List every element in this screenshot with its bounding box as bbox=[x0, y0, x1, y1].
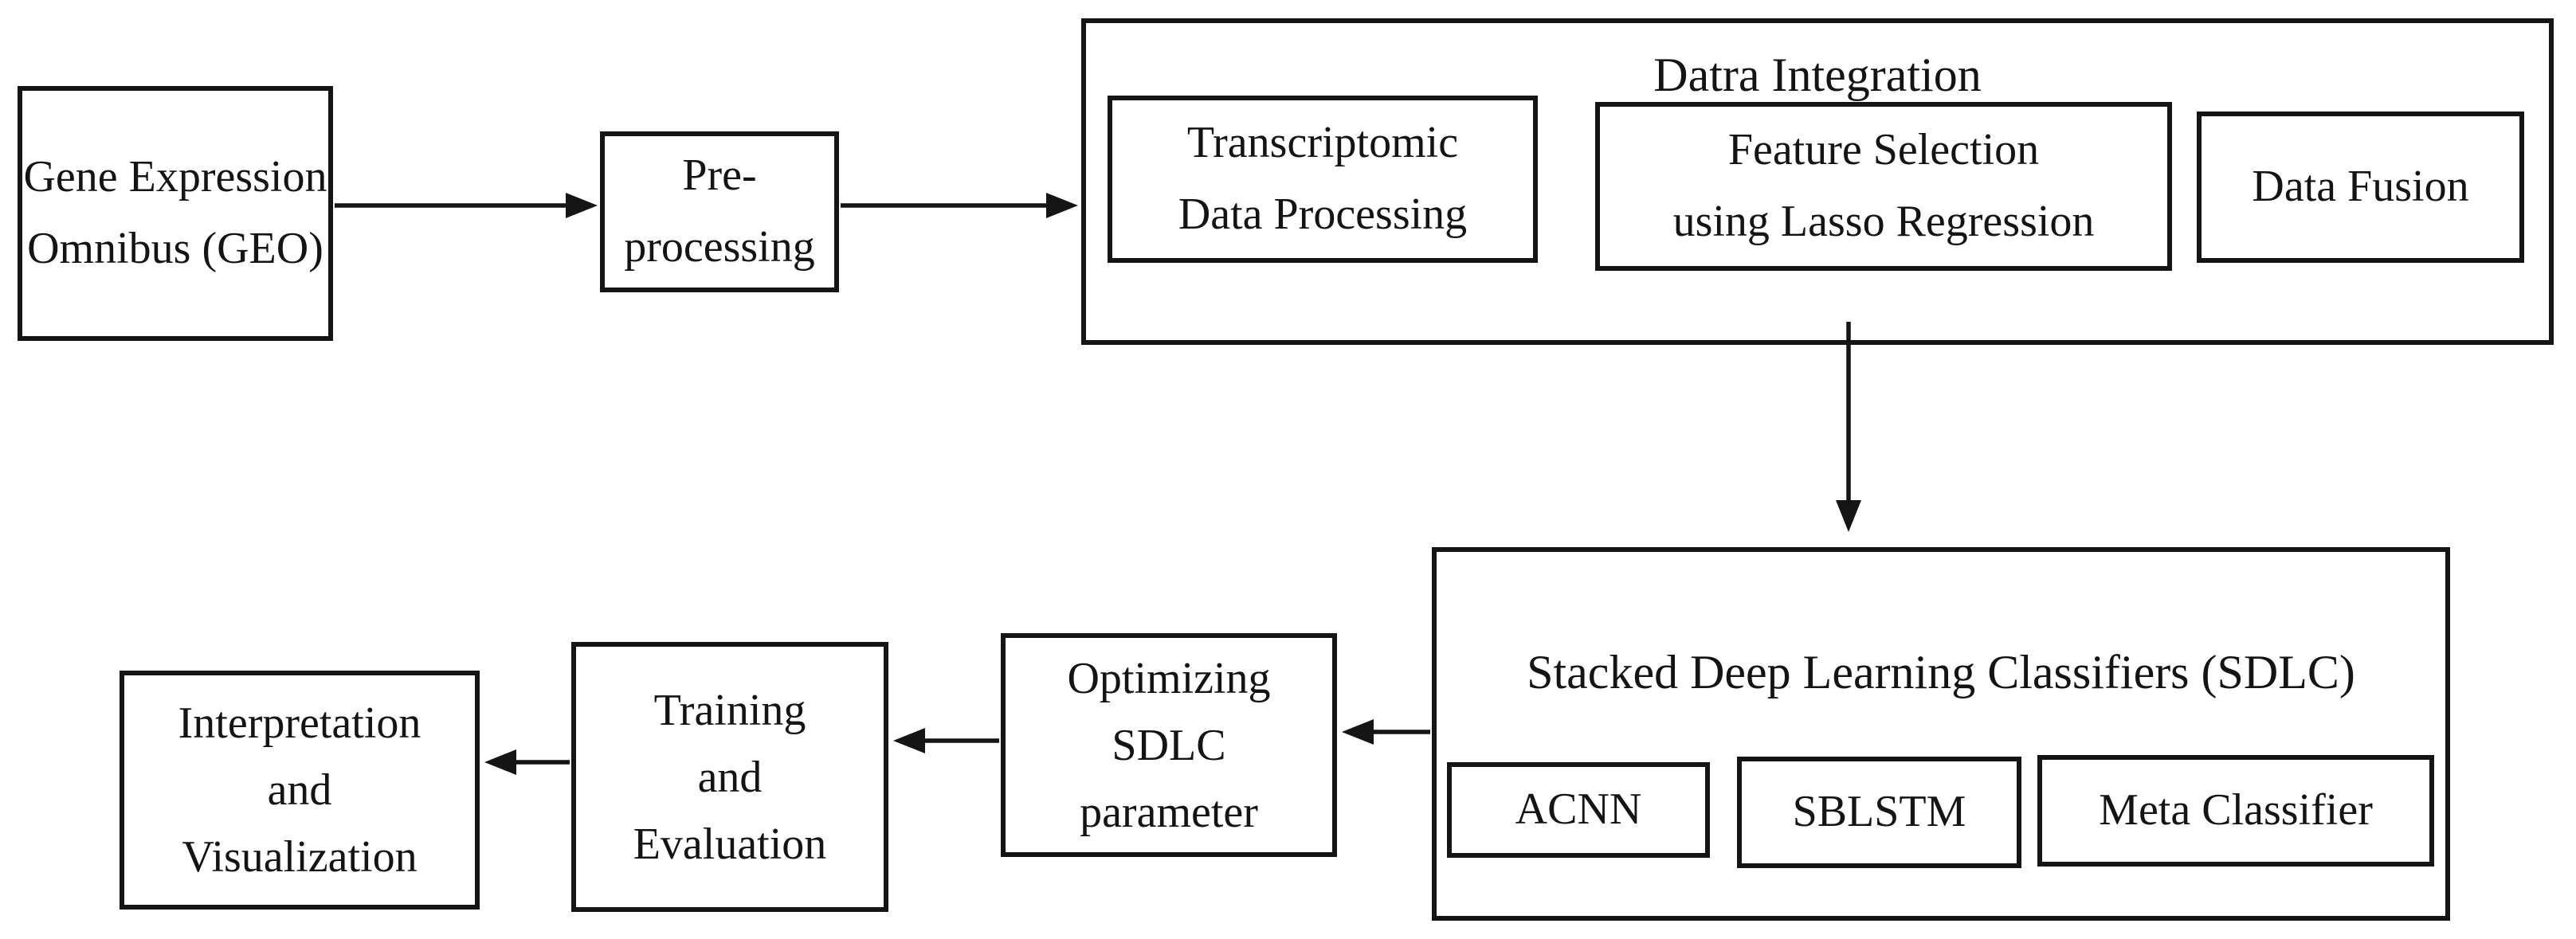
geo-box: Gene Expression Omnibus (GEO) bbox=[18, 86, 333, 341]
arrow-geo-to-preprocessing bbox=[335, 193, 598, 218]
arrow-training-to-interpretation bbox=[484, 749, 570, 775]
feature-selection-box: Feature Selection using Lasso Regression bbox=[1595, 102, 2172, 271]
meta-classifier-label: Meta Classifier bbox=[2099, 785, 2373, 835]
interpretation-label: Interpretation and Visualization bbox=[178, 698, 421, 882]
arrow-sdlc-to-optimizing bbox=[1342, 719, 1430, 745]
data-fusion-box: Data Fusion bbox=[2197, 112, 2524, 263]
feature-selection-label: Feature Selection using Lasso Regression bbox=[1672, 125, 2095, 246]
training-label: Training and Evaluation bbox=[633, 685, 827, 869]
geo-label: Gene Expression Omnibus (GEO) bbox=[23, 152, 327, 273]
transcriptomic-label: Transcriptomic Data Processing bbox=[1178, 118, 1468, 239]
preprocessing-label: Pre- processing bbox=[624, 151, 815, 272]
sblstm-box: SBLSTM bbox=[1737, 757, 2021, 868]
sblstm-label: SBLSTM bbox=[1792, 787, 1966, 837]
meta-classifier-box: Meta Classifier bbox=[2037, 755, 2434, 867]
optimizing-box: Optimizing SDLC parameter bbox=[1001, 633, 1337, 857]
arrow-preprocessing-to-data-integration bbox=[841, 193, 1078, 218]
arrow-optimizing-to-training bbox=[893, 728, 999, 753]
interpretation-box: Interpretation and Visualization bbox=[120, 671, 480, 910]
sdlc-group: Stacked Deep Learning Classifiers (SDLC) bbox=[1432, 547, 2450, 921]
acnn-box: ACNN bbox=[1447, 762, 1710, 858]
transcriptomic-box: Transcriptomic Data Processing bbox=[1108, 96, 1538, 263]
acnn-label: ACNN bbox=[1515, 784, 1642, 835]
sdlc-title: Stacked Deep Learning Classifiers (SDLC) bbox=[1527, 646, 2355, 698]
optimizing-label: Optimizing SDLC parameter bbox=[1067, 653, 1271, 837]
data-fusion-label: Data Fusion bbox=[2252, 162, 2469, 212]
data-integration-group: Datra Integration bbox=[1081, 18, 2554, 345]
training-box: Training and Evaluation bbox=[571, 642, 888, 912]
data-integration-title: Datra Integration bbox=[1653, 49, 1982, 101]
arrow-feature-selection-to-sdlc bbox=[1836, 322, 1861, 532]
preprocessing-box: Pre- processing bbox=[600, 131, 839, 292]
